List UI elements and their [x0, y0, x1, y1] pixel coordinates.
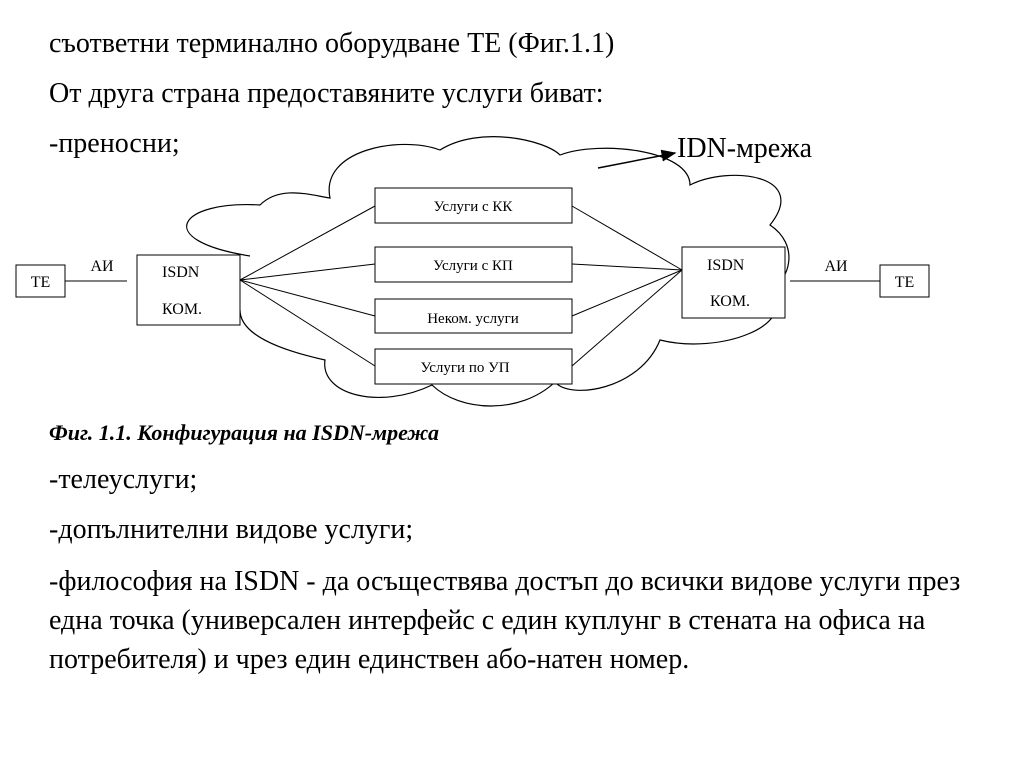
network-cloud [186, 136, 790, 407]
service-label-1: Услуги с КК [434, 199, 514, 215]
left-interface-label: АИ [90, 258, 114, 275]
service-label-4: Услуги по УП [420, 360, 509, 376]
left-terminal-label: ТЕ [31, 274, 51, 291]
text-line-5: -допълнителни видове услуги; [49, 514, 414, 545]
text-paragraph: -философия на ISDN - да осъществява дост… [49, 566, 961, 675]
connection-lines [65, 205, 880, 367]
service-label-2: Услуги с КП [433, 258, 513, 274]
service-box-4: Услуги по УП [374, 348, 573, 385]
right-terminal: ТЕ [879, 264, 930, 298]
service-box-2: Услуги с КП [374, 246, 573, 283]
text-line-1: съответни терминално оборудване ТЕ (Фиг.… [49, 28, 615, 59]
service-box-3: Неком. услуги [374, 298, 573, 334]
network-label-arrow [597, 149, 677, 169]
service-label-3: Неком. услуги [427, 311, 519, 327]
text-line-2: От друга страна предоставяните услуги би… [49, 78, 604, 109]
left-switch: ISDN КОМ. [136, 254, 241, 326]
text-line-4: -телеуслуги; [49, 464, 198, 495]
text-line-3: -преносни; [49, 128, 180, 159]
left-terminal: ТЕ [15, 264, 66, 298]
right-terminal-label: ТЕ [895, 274, 915, 291]
right-switch-line2: КОМ. [710, 293, 750, 310]
right-interface-label: АИ [824, 258, 848, 275]
left-switch-line1: ISDN [162, 264, 200, 281]
right-switch-line1: ISDN [707, 257, 745, 274]
figure-caption: Фиг. 1.1. Конфигурация на ISDN-мрежа [49, 420, 440, 445]
network-label: IDN-мрежа [677, 133, 813, 164]
left-switch-line2: КОМ. [162, 301, 202, 318]
right-switch: ISDN КОМ. [681, 246, 786, 319]
service-box-1: Услуги с КК [374, 187, 573, 224]
